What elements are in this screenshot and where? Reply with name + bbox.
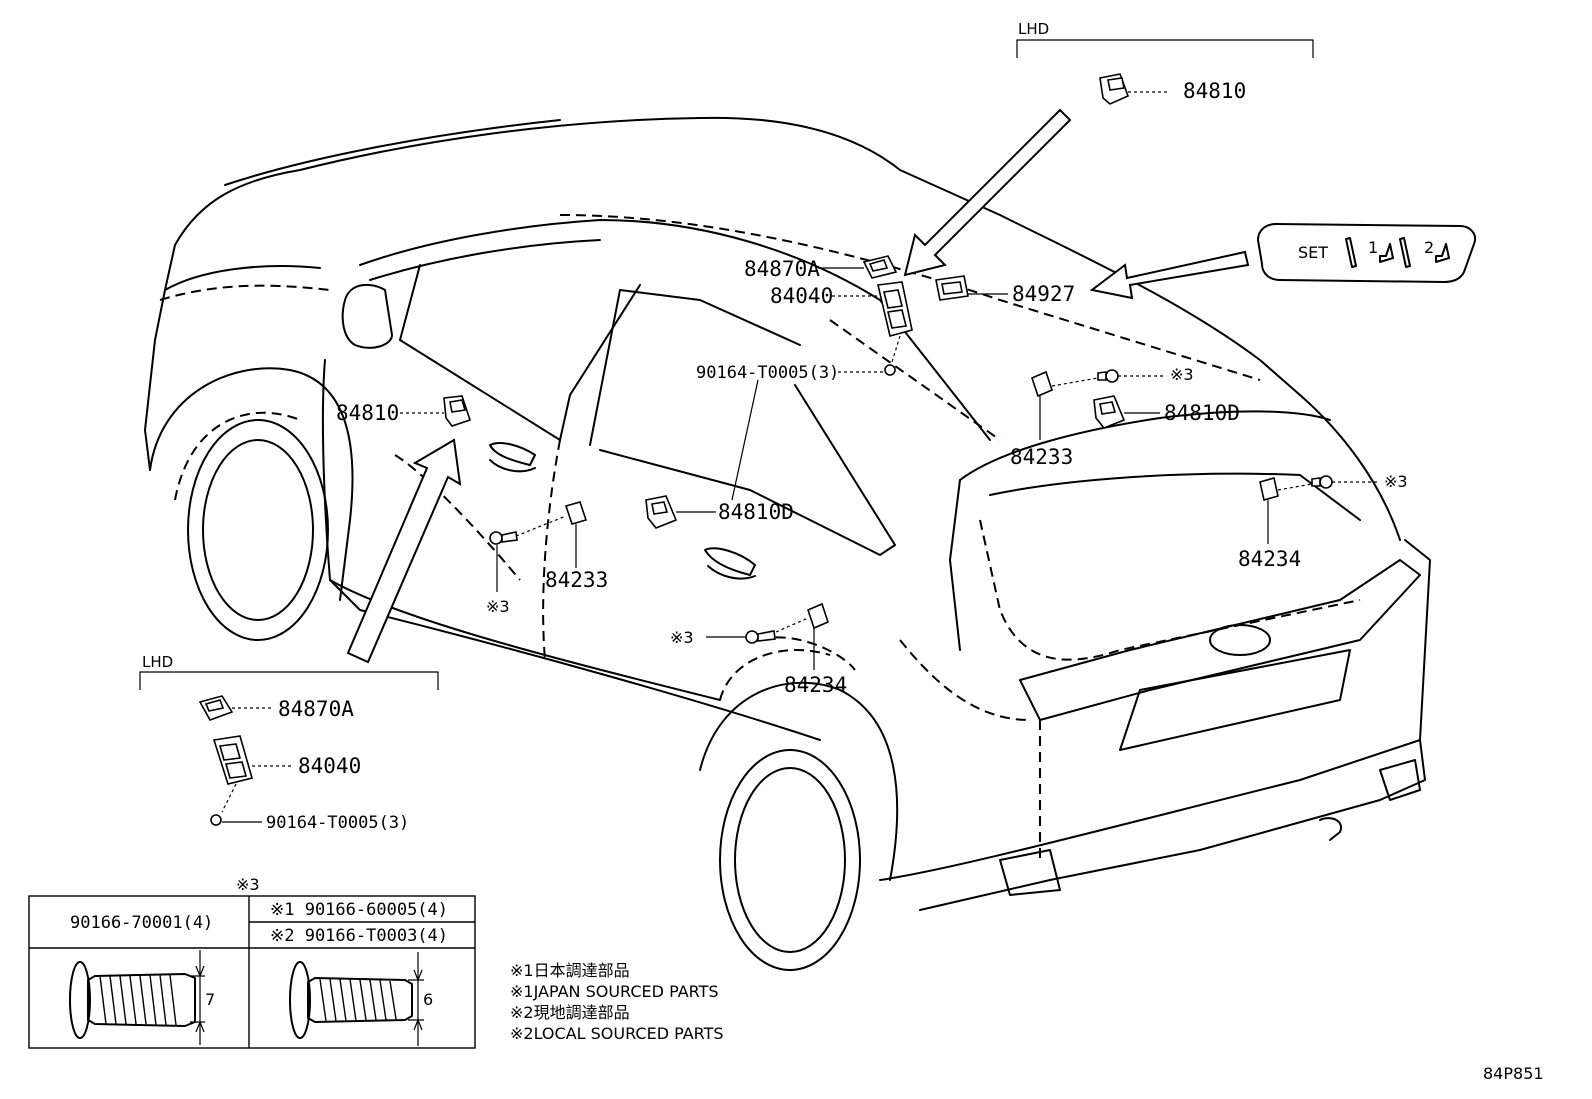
part-90164-bottom: 90164-T0005(3) bbox=[210, 813, 409, 833]
lhd-label-bottom: LHD bbox=[142, 653, 173, 671]
label-84810-top: 84810 bbox=[1183, 79, 1246, 103]
bolt-ref3-c: ※3 bbox=[1097, 365, 1194, 384]
part-84927: 84927 bbox=[935, 275, 1075, 306]
part-84233-rear: 84233 bbox=[1010, 370, 1099, 469]
bolt-drawing-1: 7 bbox=[69, 950, 215, 1045]
memory-seat-switch-panel: SET 1 2 bbox=[1257, 223, 1476, 283]
bolt-spec-table: ※3 90166-70001(4) ※1 90166-60005(4) ※2 9… bbox=[28, 875, 476, 1049]
bolt-ref3-a: ※3 bbox=[486, 531, 518, 616]
switch-1-label: 1 bbox=[1368, 238, 1378, 257]
table-ref-label: ※3 bbox=[236, 875, 260, 894]
lhd-label-top: LHD bbox=[1018, 20, 1049, 38]
lhd-bracket-top: LHD bbox=[1016, 20, 1314, 58]
part-90164-top: 90164-T0005(3) bbox=[696, 363, 896, 383]
part-84810-door: 84810 bbox=[336, 395, 472, 427]
note-2-jp: ※2現地調達部品 bbox=[510, 1003, 630, 1022]
arrow-lhd-bottom bbox=[346, 438, 462, 664]
label-84927: 84927 bbox=[1012, 282, 1075, 306]
note-1-en: ※1JAPAN SOURCED PARTS bbox=[510, 982, 719, 1001]
label-84870a-bottom: 84870A bbox=[278, 697, 354, 721]
label-84233-mid: 84233 bbox=[545, 568, 608, 592]
label-84234-rear: 84234 bbox=[1238, 547, 1301, 571]
label-84040-top: 84040 bbox=[770, 284, 833, 308]
note-2-en: ※2LOCAL SOURCED PARTS bbox=[510, 1024, 724, 1043]
label-84810d-mid: 84810D bbox=[718, 500, 794, 524]
part-84233-mid: 84233 bbox=[515, 501, 608, 592]
part-84810-top: 84810 bbox=[1099, 73, 1246, 105]
ref3-label-d: ※3 bbox=[1384, 472, 1408, 491]
table-col2-row2: ※2 90166-T0003(4) bbox=[270, 926, 448, 946]
part-84234-mid: 84234 bbox=[775, 602, 847, 697]
bolt-ref3-d: ※3 bbox=[1311, 472, 1408, 491]
vehicle-outline bbox=[144, 116, 1431, 971]
label-84810-door: 84810 bbox=[336, 401, 399, 425]
switch-set-label: SET bbox=[1298, 243, 1328, 262]
table-col2-row1: ※1 90166-60005(4) bbox=[270, 900, 448, 920]
part-84040-top: 84040 bbox=[770, 281, 913, 363]
ref3-label-b: ※3 bbox=[670, 628, 694, 647]
bolt-drawing-2: 6 bbox=[289, 952, 433, 1046]
switch-2-label: 2 bbox=[1424, 238, 1434, 257]
label-84810d-rear: 84810D bbox=[1164, 401, 1240, 425]
label-84234-mid: 84234 bbox=[784, 673, 847, 697]
lhd-bracket-bottom: LHD bbox=[139, 653, 439, 690]
table-col1-part: 90166-70001(4) bbox=[70, 913, 213, 933]
label-84870a-top: 84870A bbox=[744, 257, 820, 281]
part-84040-bottom: 84040 bbox=[212, 735, 361, 813]
callout-arrows bbox=[346, 108, 1250, 664]
label-84233-rear: 84233 bbox=[1010, 445, 1073, 469]
part-84234-rear: 84234 bbox=[1238, 476, 1313, 571]
ref3-label-a: ※3 bbox=[486, 597, 510, 616]
source-notes: ※1日本調達部品 ※1JAPAN SOURCED PARTS ※2現地調達部品 … bbox=[510, 961, 724, 1043]
label-90164-top: 90164-T0005(3) bbox=[696, 363, 839, 383]
part-84810d-rear: 84810D bbox=[1093, 395, 1240, 429]
part-84810d-mid: 84810D bbox=[645, 379, 794, 529]
bolt-ref3-b: ※3 bbox=[670, 628, 776, 647]
part-84870a-top: 84870A bbox=[744, 255, 898, 281]
bolt-2-dim: 6 bbox=[423, 990, 433, 1009]
note-1-jp: ※1日本調達部品 bbox=[510, 961, 630, 980]
arrow-lhd-top bbox=[903, 108, 1072, 277]
label-84040-bottom: 84040 bbox=[298, 754, 361, 778]
label-90164-bottom: 90164-T0005(3) bbox=[266, 813, 409, 833]
arrow-switch-panel bbox=[1089, 250, 1250, 300]
bolt-1-dim: 7 bbox=[205, 990, 215, 1009]
ref3-label-c: ※3 bbox=[1170, 365, 1194, 384]
diagram-code: 84P851 bbox=[1483, 1064, 1544, 1083]
part-84870a-bottom: 84870A bbox=[198, 695, 354, 721]
